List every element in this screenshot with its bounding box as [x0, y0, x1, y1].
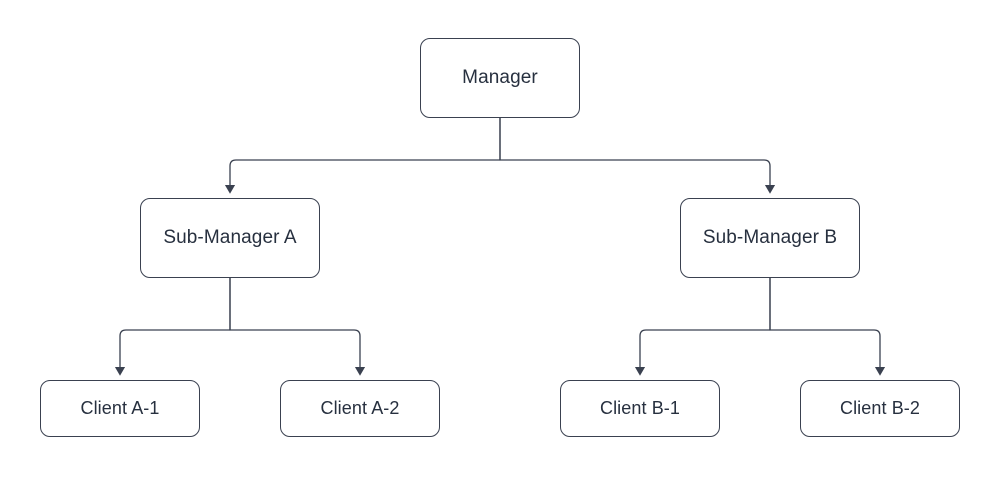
edge-sub-manager-b-to-client-b-2 — [769, 278, 886, 376]
node-client-a-2[interactable]: Client A-2 — [280, 380, 440, 437]
node-sub-manager-b-label: Sub-Manager B — [702, 226, 838, 248]
node-client-b-2-label: Client B-2 — [839, 397, 921, 418]
node-client-a-1[interactable]: Client A-1 — [40, 380, 200, 437]
node-sub-manager-a[interactable]: Sub-Manager A — [140, 198, 320, 278]
node-sub-manager-b[interactable]: Sub-Manager B — [680, 198, 860, 278]
edge-sub-manager-b-to-client-b-1 — [634, 278, 771, 376]
node-client-b-1-label: Client B-1 — [599, 397, 681, 418]
node-client-a-2-label: Client A-2 — [320, 397, 400, 418]
edge-manager-to-sub-manager-a — [224, 118, 501, 194]
node-manager[interactable]: Manager — [420, 38, 580, 118]
node-client-b-2[interactable]: Client B-2 — [800, 380, 960, 437]
node-sub-manager-a-label: Sub-Manager A — [163, 226, 297, 248]
edge-manager-to-sub-manager-b — [499, 118, 776, 194]
node-manager-label: Manager — [462, 66, 538, 88]
edge-sub-manager-a-to-client-a-2 — [229, 278, 366, 376]
node-client-b-1[interactable]: Client B-1 — [560, 380, 720, 437]
edge-sub-manager-a-to-client-a-1 — [114, 278, 231, 376]
node-client-a-1-label: Client A-1 — [80, 397, 160, 418]
